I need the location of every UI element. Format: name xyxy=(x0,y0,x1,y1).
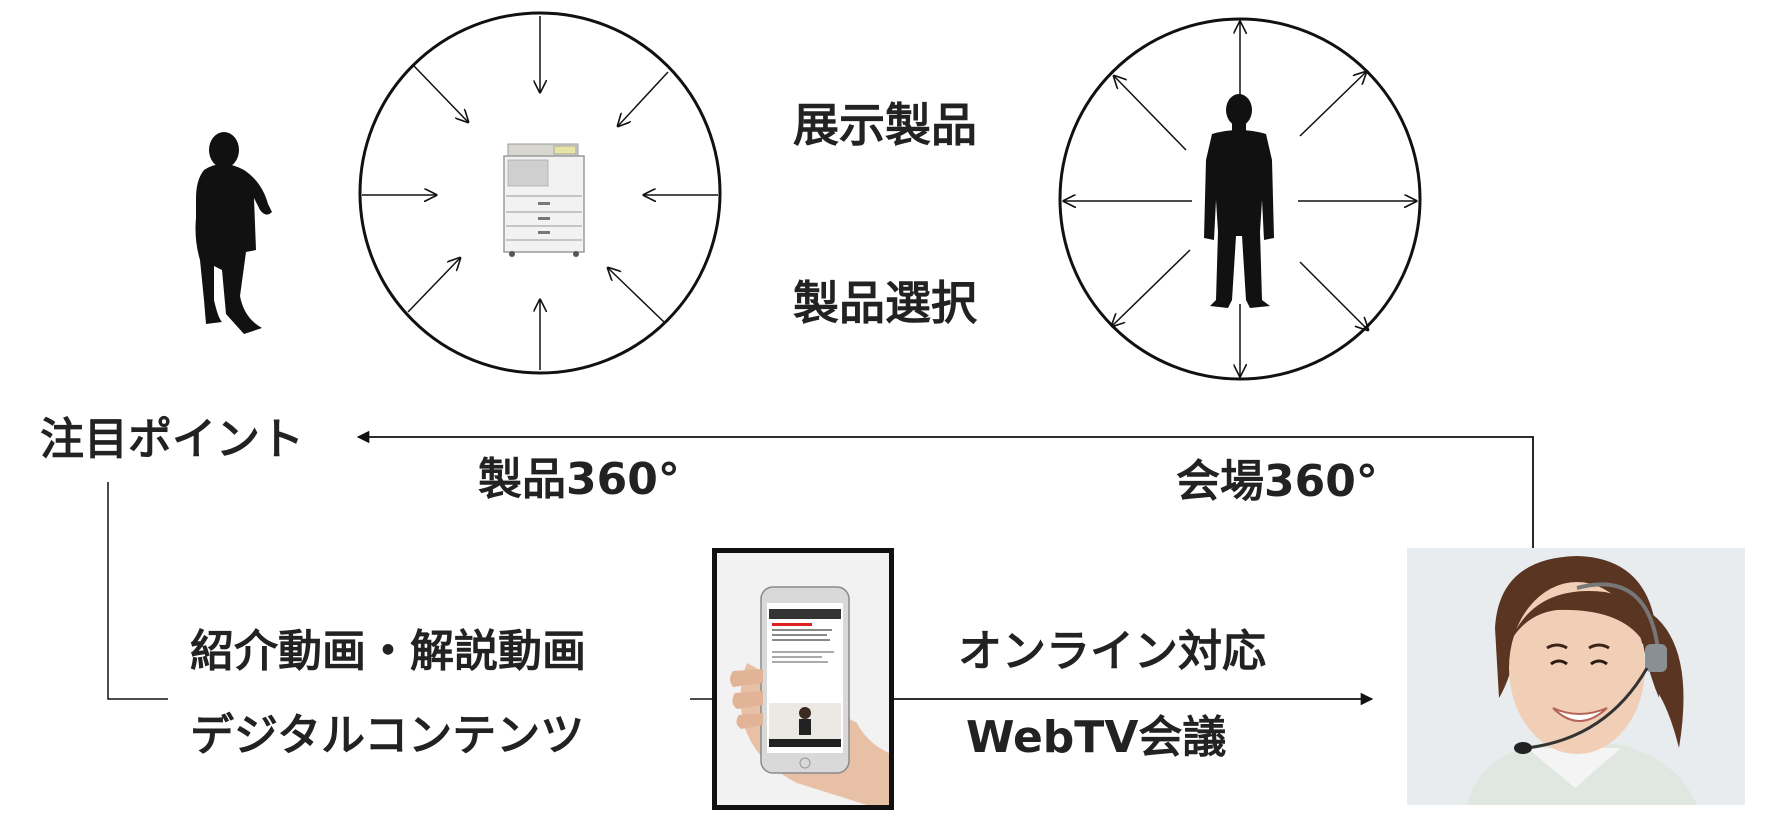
hand-holding-smartphone-icon xyxy=(730,586,889,805)
walking-person-silhouette-icon xyxy=(195,132,272,334)
product-360-circle xyxy=(358,11,722,375)
operator-photo xyxy=(1407,548,1745,805)
webtv-meeting-label: WebTV会議 xyxy=(966,712,1227,763)
digital-content-label: デジタルコンテンツ xyxy=(190,710,585,761)
smartphone-photo-frame xyxy=(712,548,894,810)
feedback-arrow xyxy=(356,430,1534,548)
product-360-label: 製品360° xyxy=(478,454,680,505)
standing-person-silhouette-icon xyxy=(1204,94,1274,308)
intro-videos-label: 紹介動画・解説動画 xyxy=(190,626,586,677)
venue-360-circle xyxy=(1058,17,1422,381)
product-selection-label: 製品選択 xyxy=(793,276,977,330)
online-support-label: オンライン対応 xyxy=(958,626,1266,677)
headset-operator-icon xyxy=(1407,548,1745,805)
multifunction-printer-icon xyxy=(503,143,585,257)
exhibit-products-label: 展示製品 xyxy=(793,98,977,152)
venue-360-label: 会場360° xyxy=(1176,456,1378,507)
attention-point-label: 注目ポイント xyxy=(40,414,304,465)
content-bracket-connector xyxy=(107,482,712,700)
